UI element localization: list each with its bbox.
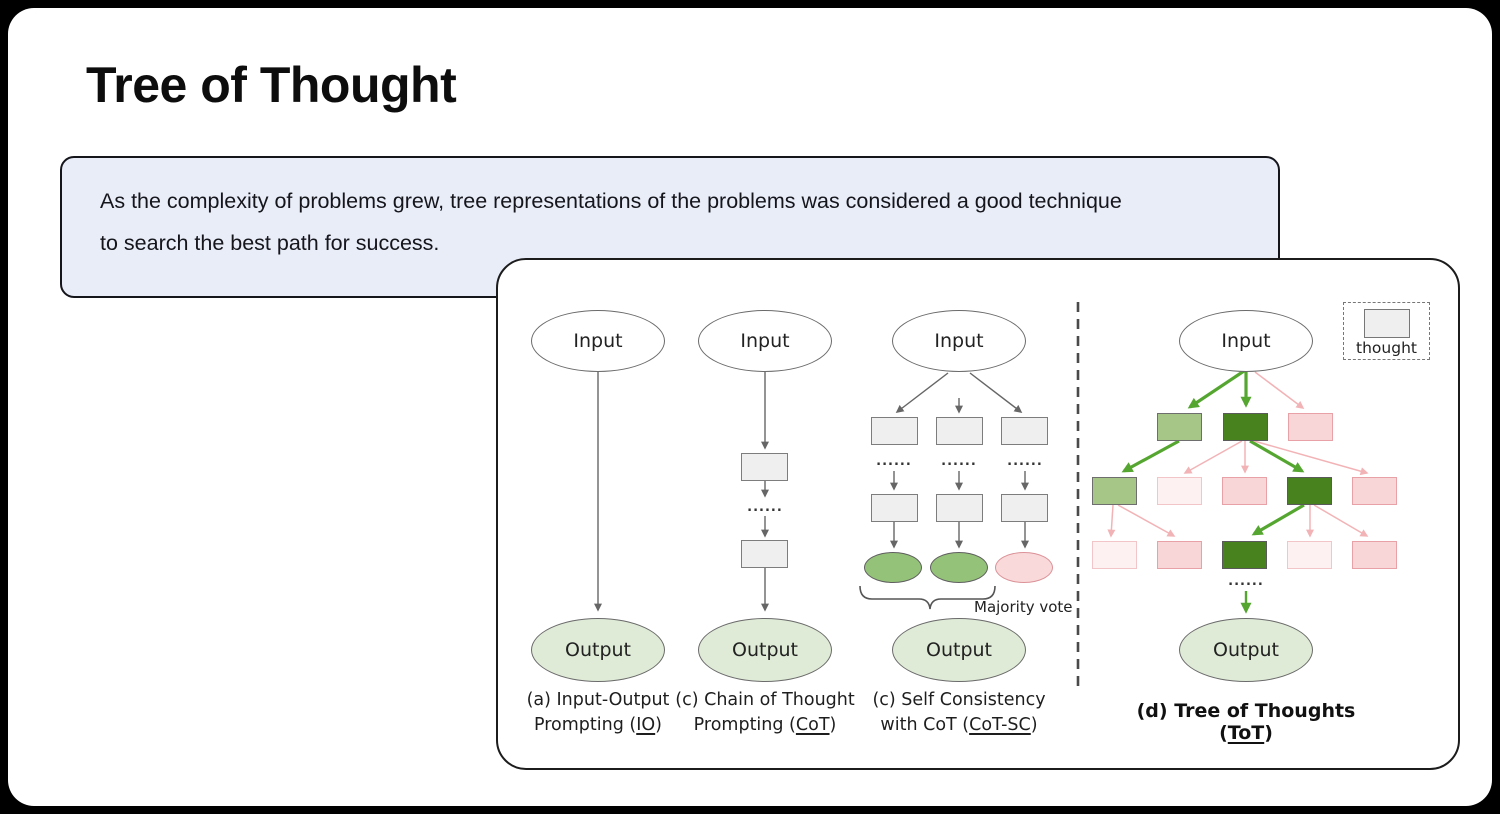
caption-tot: (d) Tree of Thoughts (ToT): [1136, 700, 1356, 744]
tot-node-pink_faint: [1287, 541, 1332, 569]
callout-text: As the complexity of problems grew, tree…: [100, 180, 1122, 264]
io-output-label: Output: [565, 639, 631, 661]
cotsc-ellipsis-2: ......: [941, 454, 977, 469]
cot-thought-box-1: [741, 453, 788, 481]
caption-io-line1: (a) Input-Output: [526, 690, 670, 710]
cotsc-vote-ellipses: [864, 552, 1053, 583]
cotsc-box-r1c3: [1001, 417, 1048, 445]
cot-thought-box-2: [741, 540, 788, 568]
cotsc-box-r2c3: [1001, 494, 1048, 522]
slide-title: Tree of Thought: [86, 57, 457, 113]
cotsc-box-r2c2: [936, 494, 983, 522]
caption-tot-abbr: ToT: [1227, 722, 1265, 744]
thought-legend: thought: [1343, 302, 1430, 360]
thought-legend-label: thought: [1356, 339, 1417, 357]
caption-cot: (c) Chain of Thought Prompting (CoT): [665, 688, 865, 738]
caption-cotsc-abbr: CoT-SC: [969, 715, 1031, 735]
figure-arrows-layer: [594, 302, 1369, 690]
cotsc-ellipsis-1: ......: [876, 454, 912, 469]
tot-input-oval: Input: [1179, 310, 1313, 372]
figure-panel: Input Output (a) Input-Output Prompting …: [496, 258, 1460, 770]
cotsc-box-r1c1: [871, 417, 918, 445]
tot-node-pink_faint: [1092, 541, 1137, 569]
cotsc-vote-green: [864, 552, 922, 583]
cot-input-label: Input: [740, 330, 790, 352]
caption-cot-abbr: CoT: [795, 715, 830, 735]
tot-ellipsis: ......: [1228, 574, 1264, 589]
cotsc-input-oval: Input: [892, 310, 1026, 372]
caption-cotsc: (c) Self Consistency with CoT (CoT-SC): [859, 688, 1059, 738]
cotsc-input-label: Input: [934, 330, 984, 352]
tot-node-green_dark: [1287, 477, 1332, 505]
majority-vote-label: Majority vote: [974, 598, 1073, 616]
caption-io-line2: Prompting (IO): [534, 715, 662, 735]
caption-cotsc-line2: with CoT (CoT-SC): [880, 715, 1038, 735]
caption-io-abbr: IO: [636, 715, 656, 735]
cotsc-output-oval: Output: [892, 618, 1026, 682]
caption-io: (a) Input-Output Prompting (IO): [498, 688, 698, 738]
cotsc-output-label: Output: [926, 639, 992, 661]
tot-node-pink: [1288, 413, 1333, 441]
tot-row-2: [1092, 477, 1397, 505]
cotsc-vote-green: [929, 552, 988, 583]
cotsc-ellipsis-3: ......: [1007, 454, 1043, 469]
tot-input-label: Input: [1221, 330, 1271, 352]
caption-cotsc-line1: (c) Self Consistency: [872, 690, 1046, 710]
tot-node-pink_faint: [1157, 477, 1202, 505]
caption-cot-line1: (c) Chain of Thought: [675, 690, 855, 710]
cot-input-oval: Input: [698, 310, 832, 372]
tot-node-green_dark: [1222, 541, 1267, 569]
tot-node-pink: [1352, 541, 1397, 569]
cotsc-box-r1c2: [936, 417, 983, 445]
io-input-oval: Input: [531, 310, 665, 372]
tot-output-oval: Output: [1179, 618, 1313, 682]
callout-line-1: As the complexity of problems grew, tree…: [100, 189, 1122, 213]
slide: Tree of Thought As the complexity of pro…: [8, 8, 1492, 806]
tot-output-label: Output: [1213, 639, 1279, 661]
cot-output-label: Output: [732, 639, 798, 661]
tot-node-green_dark: [1222, 413, 1268, 441]
tot-node-pink: [1352, 477, 1397, 505]
tot-row-1: [1157, 413, 1333, 441]
tot-node-pink: [1157, 541, 1202, 569]
tot-node-green_light: [1092, 477, 1137, 505]
tot-node-pink: [1222, 477, 1267, 505]
cot-ellipsis: ......: [747, 500, 783, 515]
cotsc-vote-pink: [995, 552, 1053, 583]
cot-output-oval: Output: [698, 618, 832, 682]
tot-node-green_light: [1157, 413, 1202, 441]
thought-legend-swatch: [1363, 309, 1410, 338]
callout-line-2: to search the best path for success.: [100, 231, 440, 255]
tot-row-3: [1092, 541, 1397, 569]
io-input-label: Input: [573, 330, 623, 352]
cotsc-box-r2c1: [871, 494, 918, 522]
caption-cot-line2: Prompting (CoT): [693, 715, 837, 735]
io-output-oval: Output: [531, 618, 665, 682]
